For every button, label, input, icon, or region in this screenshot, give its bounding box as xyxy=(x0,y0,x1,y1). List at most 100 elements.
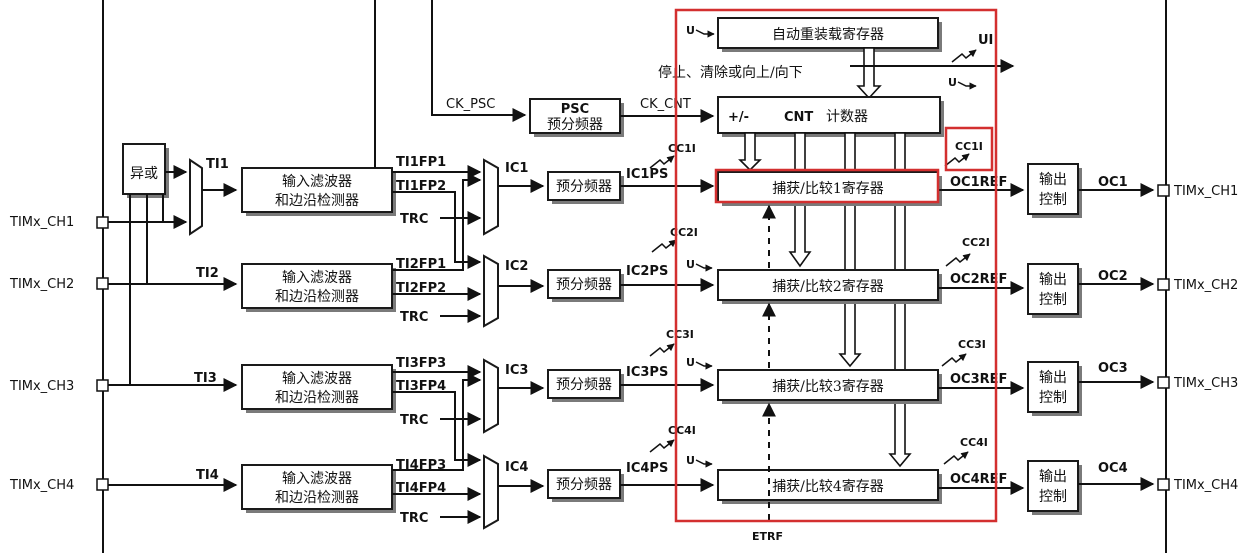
output-control-2 xyxy=(1027,263,1079,315)
arr-to-cnt-arrow xyxy=(856,47,882,100)
oc1-label: OC1 xyxy=(1098,175,1128,190)
cc2i-flag-right: CC2I xyxy=(962,236,990,249)
ti-signals: TI1 TI2 TI3 TI4 xyxy=(108,157,238,492)
ic4-label: IC4 xyxy=(505,460,528,475)
prescaler-2 xyxy=(547,269,621,299)
auto-reload-section: U 自动重装载寄存器 停止、清除或向上/向下 UI U xyxy=(658,17,1015,100)
filter-4-line2: 和边沿检测器 xyxy=(275,490,359,506)
ti1fp2-label: TI1FP2 xyxy=(396,179,446,194)
highlights xyxy=(674,8,998,523)
u-marker-ccr2: U xyxy=(686,258,695,271)
ti1-mux xyxy=(189,158,203,236)
pin-right-ch3: TIMx_CH3 xyxy=(1173,376,1238,391)
output-control-1-line2: 控制 xyxy=(1039,192,1067,208)
oc4-label: OC4 xyxy=(1098,461,1128,476)
cc4i-flag-right: CC4I xyxy=(960,436,988,449)
pin-left-ch1: TIMx_CH1 xyxy=(9,215,74,230)
oc2-label: OC2 xyxy=(1098,269,1128,284)
psc-sub: 预分频器 xyxy=(547,117,603,133)
cnt-sign: +/- xyxy=(728,110,749,125)
ti3fp3-label: TI3FP3 xyxy=(396,356,446,371)
clock-path: CK_PSC PSC 预分频器 CK_CNT xyxy=(374,0,715,168)
pin-left-ch1-box xyxy=(96,216,109,229)
pin-left-ch3: TIMx_CH3 xyxy=(9,379,74,394)
filter-1-line2: 和边沿检测器 xyxy=(275,193,359,209)
fp-routing: TI1FP1 TI1FP2 TRC TI2FP1 TI2FP2 TRC TI3F… xyxy=(392,155,499,530)
input-filter-2 xyxy=(241,263,393,309)
pin-right-ch2-box xyxy=(1157,278,1170,291)
input-filter-3 xyxy=(241,364,393,410)
filter-1-line1: 输入滤波器 xyxy=(282,174,352,190)
oc4ref-label: OC4REF xyxy=(950,472,1007,487)
u-marker-right: U xyxy=(948,76,957,89)
ti1fp1-label: TI1FP1 xyxy=(396,155,446,170)
ck-psc-label: CK_PSC xyxy=(446,97,495,112)
input-filter-1 xyxy=(241,167,393,213)
output-control-3-line2: 控制 xyxy=(1039,390,1067,406)
xor-section: 异或 xyxy=(108,143,203,385)
pin-right-ch4: TIMx_CH4 xyxy=(1173,478,1238,493)
prescaler-4-label: 预分频器 xyxy=(556,477,612,493)
psc-box xyxy=(529,98,621,134)
ic-prescalers: IC1 预分频器 IC2 预分频器 IC3 预分频器 IC4 预分频器 xyxy=(498,161,624,502)
pin-left-ch4-box xyxy=(96,478,109,491)
ccr4-label: 捕获/比较4寄存器 xyxy=(772,478,884,495)
pin-left-ch3-box xyxy=(96,379,109,392)
ic1-mux xyxy=(483,158,499,236)
cc3i-flag-left: CC3I xyxy=(666,328,694,341)
oc1ref-label: OC1REF xyxy=(950,175,1007,190)
output-control-1 xyxy=(1027,163,1079,215)
prescaler-3-label: 预分频器 xyxy=(556,377,612,393)
etrf-label: ETRF xyxy=(752,530,783,543)
auto-reload-label: 自动重装载寄存器 xyxy=(772,26,884,43)
filter-2-line1: 输入滤波器 xyxy=(282,270,352,286)
left-pins: TIMx_CH1 TIMx_CH2 TIMx_CH3 TIMx_CH4 xyxy=(9,215,109,493)
oc3ref-label: OC3REF xyxy=(950,372,1007,387)
u-marker-ccr3: U xyxy=(686,356,695,369)
ti3-label: TI3 xyxy=(194,371,217,386)
trc-label-1: TRC xyxy=(400,212,428,227)
trc-label-3: TRC xyxy=(400,413,428,428)
output-control-3-line1: 输出 xyxy=(1039,370,1067,386)
cnt-counter-box xyxy=(717,96,941,134)
ti4-label: TI4 xyxy=(196,468,219,483)
pin-left-ch2-box xyxy=(96,277,109,290)
pin-left-ch4: TIMx_CH4 xyxy=(9,478,74,493)
etrf-path: ETRF xyxy=(752,204,783,543)
xor-gate-box xyxy=(122,143,166,195)
auto-reload-register xyxy=(717,17,939,49)
trc-label-4: TRC xyxy=(400,511,428,526)
pin-left-ch2: TIMx_CH2 xyxy=(9,277,74,292)
filter-4-line1: 输入滤波器 xyxy=(282,471,352,487)
ic3-label: IC3 xyxy=(505,363,528,378)
ccr2-box xyxy=(717,269,939,301)
pin-right-ch1-box xyxy=(1157,184,1170,197)
filter-3-line2: 和边沿检测器 xyxy=(275,390,359,406)
ic1ps-label: IC1PS xyxy=(626,167,668,182)
cc2i-flag-left: CC2I xyxy=(670,226,698,239)
trc-label-2: TRC xyxy=(400,310,428,325)
ccr2-label: 捕获/比较2寄存器 xyxy=(772,278,884,295)
u-marker-arr: U xyxy=(686,24,695,37)
ic3-mux xyxy=(483,358,499,434)
output-control-1-line1: 输出 xyxy=(1039,172,1067,188)
ic4ps-label: IC4PS xyxy=(626,461,668,476)
ic1-label: IC1 xyxy=(505,161,528,176)
ti4fp4-label: TI4FP4 xyxy=(396,481,446,496)
cnt-section: +/- CNT 计数器 xyxy=(717,96,944,137)
pin-right-ch3-box xyxy=(1157,376,1170,389)
output-control-4-line1: 输出 xyxy=(1039,469,1067,485)
output-control-3 xyxy=(1027,361,1079,413)
icps-signals: IC1PS CC1I IC2PS CC2I IC3PS CC3I IC4PS C… xyxy=(620,142,715,492)
ck-cnt-label: CK_CNT xyxy=(640,97,691,112)
highlight-cc1i xyxy=(944,126,994,172)
cc3i-flag-right: CC3I xyxy=(958,338,986,351)
ccr-registers: 捕获/比较1寄存器 捕获/比较2寄存器 捕获/比较3寄存器 捕获/比较4寄存器 xyxy=(717,171,942,504)
prescaler-2-label: 预分频器 xyxy=(556,277,612,293)
ti2-label: TI2 xyxy=(196,266,219,281)
right-pins: TIMx_CH1 TIMx_CH2 TIMx_CH3 TIMx_CH4 xyxy=(1157,184,1238,493)
output-control-4-line2: 控制 xyxy=(1039,489,1067,505)
u-marker-ccr4: U xyxy=(686,454,695,467)
ic2-label: IC2 xyxy=(505,259,528,274)
